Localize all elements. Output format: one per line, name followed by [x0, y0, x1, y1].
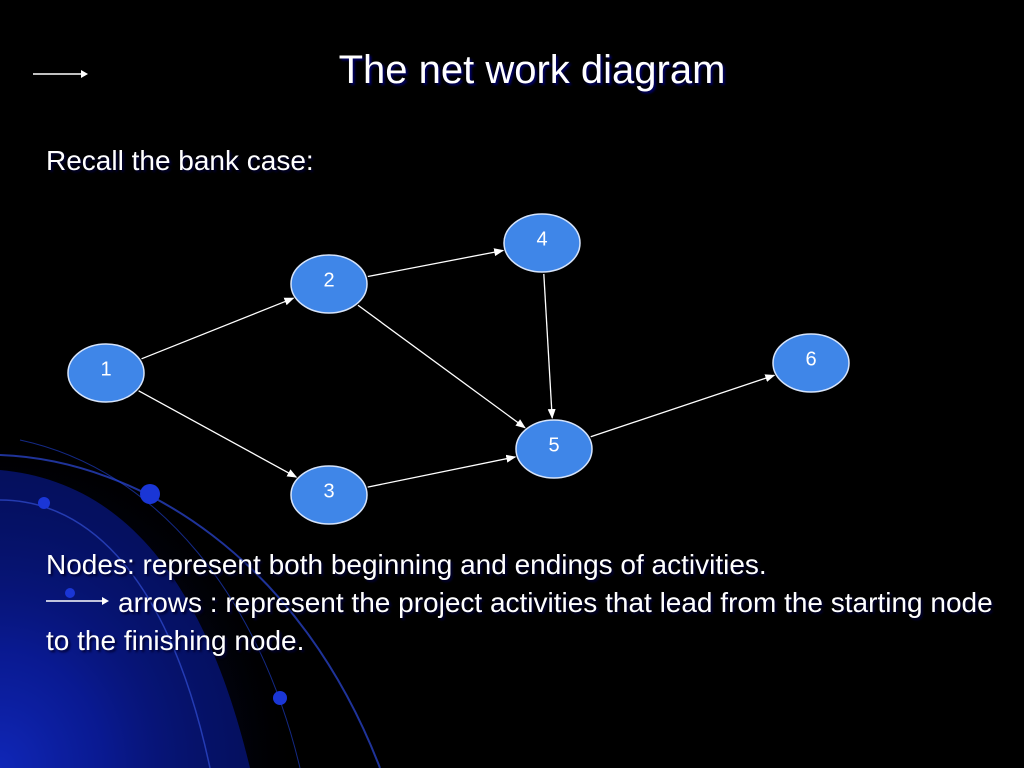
node-shape	[290, 465, 368, 525]
node-1: 1	[67, 343, 145, 403]
notes-arrows: arrows : represent the project activitie…	[46, 587, 993, 656]
title-arrow-icon	[33, 70, 88, 78]
edge-5-6	[590, 374, 776, 438]
edge-1-3	[138, 390, 298, 478]
notes: Nodes: represent both beginning and endi…	[46, 546, 1006, 660]
node-6: 6	[772, 333, 850, 393]
node-shape	[515, 419, 593, 479]
node-shape	[772, 333, 850, 393]
node-label: 2	[323, 269, 334, 291]
node-label: 5	[548, 434, 559, 456]
edge-2-5	[357, 304, 526, 429]
arrow-icon	[46, 597, 109, 605]
node-shape	[290, 254, 368, 314]
node-label: 6	[805, 348, 816, 370]
node-2: 2	[290, 254, 368, 314]
notes-nodes: Nodes: represent both beginning and endi…	[46, 549, 767, 580]
node-label: 3	[323, 480, 334, 502]
node-3: 3	[290, 465, 368, 525]
slide-subtitle: Recall the bank case:	[46, 145, 314, 176]
node-5: 5	[515, 419, 593, 479]
edge-3-5	[367, 454, 517, 488]
node-shape	[503, 213, 581, 273]
slide-title: The net work diagram	[338, 48, 726, 92]
notes-arrows-line: arrows : represent the project activitie…	[46, 584, 1006, 660]
edge-4-5	[543, 273, 556, 420]
edge-1-2	[141, 297, 295, 360]
edge-2-4	[367, 248, 505, 278]
node-label: 4	[536, 228, 547, 250]
node-label: 1	[100, 358, 111, 380]
node-4: 4	[503, 213, 581, 273]
node-shape	[67, 343, 145, 403]
